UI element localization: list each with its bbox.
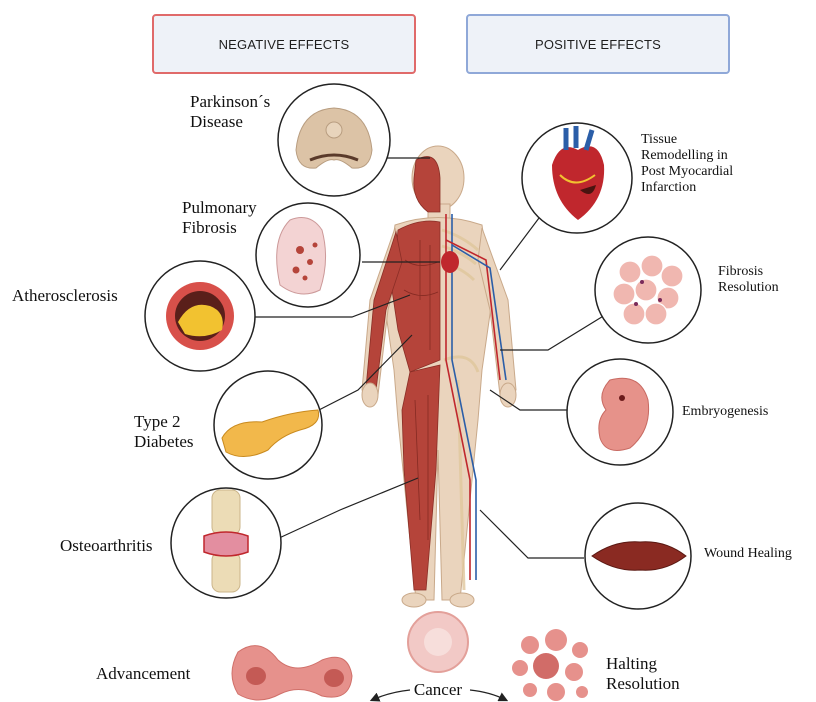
embryogenesis-label: Embryogenesis	[682, 404, 768, 420]
pulmonary-fibrosis-label-line2: Fibrosis	[182, 218, 257, 238]
pulmonary-fibrosis-label: Pulmonary Fibrosis	[182, 198, 257, 237]
parkinsons-circle	[278, 84, 390, 196]
lung-icon	[277, 218, 326, 294]
type2-diabetes-label-line1: Type 2	[134, 412, 193, 432]
pulmonary-fibrosis-label-line1: Pulmonary	[182, 198, 257, 218]
cancer-cell-icon	[408, 612, 468, 672]
wound-healing-label-line1: Wound Healing	[704, 546, 792, 562]
halting-resolution-label-line1: Halting	[606, 654, 680, 674]
tissue-remodelling-label: Tissue Remodelling in Post Myocardial In…	[641, 132, 733, 196]
parkinsons-label-line2: Disease	[190, 112, 270, 132]
body-heart-icon	[441, 251, 459, 273]
tissue-remodelling-label-line3: Post Myocardial	[641, 164, 733, 180]
halting-resolution-label: Halting Resolution	[606, 654, 680, 693]
tissue-remodelling-label-line2: Remodelling in	[641, 148, 733, 164]
embryogenesis-circle	[567, 359, 673, 465]
fragmented-cancer-cell-icon	[512, 629, 588, 701]
atherosclerosis-label: Atherosclerosis	[12, 286, 118, 306]
cancer-label: Cancer	[404, 680, 472, 700]
advancement-label-text: Advancement	[96, 664, 190, 684]
resolution-arrow	[470, 690, 506, 700]
wound-healing-circle	[585, 503, 691, 609]
osteoarthritis-label: Osteoarthritis	[60, 536, 153, 556]
fibrosis-resolution-label-line2: Resolution	[718, 280, 779, 296]
osteoarthritis-label-line1: Osteoarthritis	[60, 536, 153, 556]
tissue-remodelling-label-line1: Tissue	[641, 132, 733, 148]
advancement-label: Advancement	[96, 664, 190, 684]
atherosclerosis-circle	[145, 261, 255, 371]
fibrosis-resolution-label-line1: Fibrosis	[718, 264, 779, 280]
fibrosis-resolution-label: Fibrosis Resolution	[718, 264, 779, 296]
type2-diabetes-label: Type 2 Diabetes	[134, 412, 193, 451]
type2-diabetes-circle	[214, 371, 322, 479]
tissue-remodelling-label-line4: Infarction	[641, 180, 733, 196]
wound-healing-label: Wound Healing	[704, 546, 792, 562]
type2-diabetes-label-line2: Diabetes	[134, 432, 193, 452]
fibrosis-resolution-circle	[595, 237, 701, 343]
halting-resolution-label-line2: Resolution	[606, 674, 680, 694]
atherosclerosis-label-line1: Atherosclerosis	[12, 286, 118, 306]
pulmonary-fibrosis-circle	[256, 203, 360, 307]
human-body-figure	[362, 146, 516, 607]
osteoarthritis-circle	[171, 488, 281, 598]
cancer-label-text: Cancer	[404, 680, 472, 700]
parkinsons-label-line1: Parkinson´s	[190, 92, 270, 112]
parkinsons-label: Parkinson´s Disease	[190, 92, 270, 131]
embryogenesis-label-line1: Embryogenesis	[682, 404, 768, 420]
heart-circle	[522, 123, 632, 233]
dividing-cancer-cell-icon	[232, 646, 352, 700]
knee-joint-icon	[212, 490, 240, 535]
